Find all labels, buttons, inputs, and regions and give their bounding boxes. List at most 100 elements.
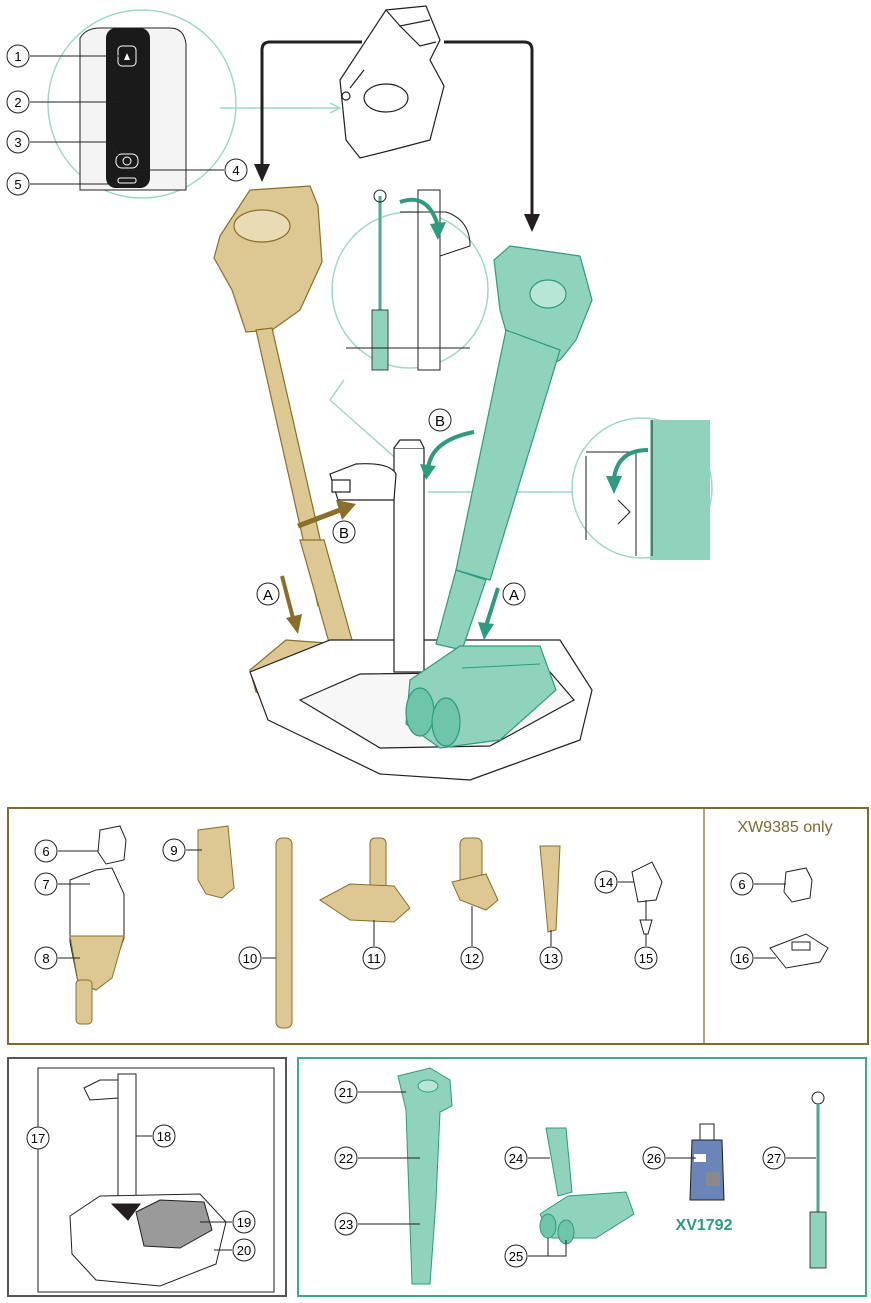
station-inner-frame xyxy=(37,1067,275,1293)
svg-text:15: 15 xyxy=(639,951,653,966)
callout-25: 25 xyxy=(504,1238,567,1268)
callout-3: 3 xyxy=(6,130,119,157)
svg-text:26: 26 xyxy=(647,1151,661,1166)
wet-nozzle-part xyxy=(539,1127,635,1245)
callout-26: 26 xyxy=(642,1146,696,1170)
callout-6-extra: 6 xyxy=(730,872,786,896)
callout-1: 1 xyxy=(6,44,120,68)
callout-7: 7 xyxy=(34,872,90,896)
callout-15: 15 xyxy=(634,934,658,970)
svg-text:16: 16 xyxy=(735,951,749,966)
svg-text:21: 21 xyxy=(339,1085,353,1100)
callout-22: 22 xyxy=(334,1146,420,1170)
svg-text:2: 2 xyxy=(14,95,21,110)
callout-19: 19 xyxy=(200,1210,256,1234)
down-arrow-teal xyxy=(484,587,500,627)
pad-holder-part xyxy=(769,933,829,969)
curved-arrow-icon xyxy=(430,222,446,240)
callout-2: 2 xyxy=(6,90,120,114)
svg-text:7: 7 xyxy=(42,877,49,892)
cleaning-solution-bottle xyxy=(689,1123,725,1201)
callout-13: 13 xyxy=(539,930,563,970)
down-arrow-gold xyxy=(280,575,296,623)
svg-text:13: 13 xyxy=(544,951,558,966)
svg-text:A: A xyxy=(263,587,273,604)
arrow-to-dry-stick xyxy=(260,40,362,170)
curved-arrow-teal xyxy=(426,430,475,469)
arrow-head-icon xyxy=(286,614,302,634)
callout-8: 8 xyxy=(34,946,80,970)
control-panel-zoom xyxy=(47,9,342,199)
svg-text:9: 9 xyxy=(170,843,177,858)
svg-text:8: 8 xyxy=(42,951,49,966)
callout-6: 6 xyxy=(34,839,98,863)
xv1792-label: XV1792 xyxy=(676,1217,733,1234)
handle-unit xyxy=(339,5,445,159)
cleaning-brush-part xyxy=(809,1091,827,1269)
svg-text:A: A xyxy=(509,587,519,604)
svg-text:27: 27 xyxy=(767,1151,781,1166)
svg-text:B: B xyxy=(339,525,349,542)
svg-text:1: 1 xyxy=(14,49,21,64)
crevice-tool-part xyxy=(539,845,561,933)
svg-text:18: 18 xyxy=(157,1129,171,1144)
callout-4: 4 xyxy=(131,158,248,182)
station-stand-part xyxy=(69,1073,227,1287)
svg-text:14: 14 xyxy=(599,875,613,890)
dust-container xyxy=(69,867,125,1025)
label-a-left: A xyxy=(256,582,280,606)
latch-zoom xyxy=(428,417,713,560)
svg-text:B: B xyxy=(435,413,445,430)
svg-text:20: 20 xyxy=(237,1243,251,1258)
insert-arrow-gold xyxy=(297,507,341,529)
arrow-head-icon xyxy=(336,500,356,520)
callout-21: 21 xyxy=(334,1080,406,1104)
floor-nozzle-part xyxy=(319,837,411,923)
arrow-head-left-icon xyxy=(254,164,270,182)
power-adapter-part xyxy=(631,861,663,935)
callout-20: 20 xyxy=(214,1238,256,1262)
dry-parts-panel xyxy=(7,807,869,1045)
station-parts-panel xyxy=(7,1057,287,1297)
xw9385-only-label: XW9385 only xyxy=(737,819,832,836)
callout-27: 27 xyxy=(762,1146,816,1170)
wet-cleaning-stick xyxy=(405,245,593,749)
callout-16: 16 xyxy=(730,946,776,970)
svg-text:5: 5 xyxy=(14,177,21,192)
arrow-head-right-icon xyxy=(524,214,540,232)
filter-part-extra xyxy=(783,867,813,903)
callout-11: 11 xyxy=(362,920,386,970)
callout-18: 18 xyxy=(136,1124,176,1148)
svg-text:24: 24 xyxy=(509,1151,523,1166)
svg-text:4: 4 xyxy=(232,163,239,178)
control-panel xyxy=(106,28,150,188)
svg-text:23: 23 xyxy=(339,1217,353,1232)
arrow-head-icon xyxy=(420,464,436,480)
wet-main-unit-part xyxy=(397,1067,453,1285)
filter-part xyxy=(97,825,127,865)
small-nozzle-part xyxy=(451,837,499,911)
callout-10: 10 xyxy=(238,946,276,970)
callout-24: 24 xyxy=(504,1146,550,1170)
callout-5: 5 xyxy=(6,172,118,196)
wet-parts-panel xyxy=(297,1057,867,1297)
extension-tube-part xyxy=(275,837,293,1029)
arrow-head-icon xyxy=(478,622,494,640)
arrow-to-wet-stick xyxy=(444,40,534,220)
svg-text:3: 3 xyxy=(14,135,21,150)
label-b-top: B xyxy=(428,408,452,432)
svg-text:25: 25 xyxy=(509,1249,523,1264)
brush-storage-zoom xyxy=(329,189,489,463)
power-button-icon xyxy=(124,53,130,60)
curved-arrow-icon xyxy=(606,476,622,494)
svg-text:6: 6 xyxy=(42,844,49,859)
svg-text:19: 19 xyxy=(237,1215,251,1230)
callout-12: 12 xyxy=(460,906,484,970)
callout-9: 9 xyxy=(162,838,202,862)
wall-bracket-part xyxy=(197,825,235,899)
svg-text:6: 6 xyxy=(738,877,745,892)
callout-17: 17 xyxy=(26,1126,50,1150)
callout-23: 23 xyxy=(334,1212,420,1236)
svg-text:10: 10 xyxy=(243,951,257,966)
